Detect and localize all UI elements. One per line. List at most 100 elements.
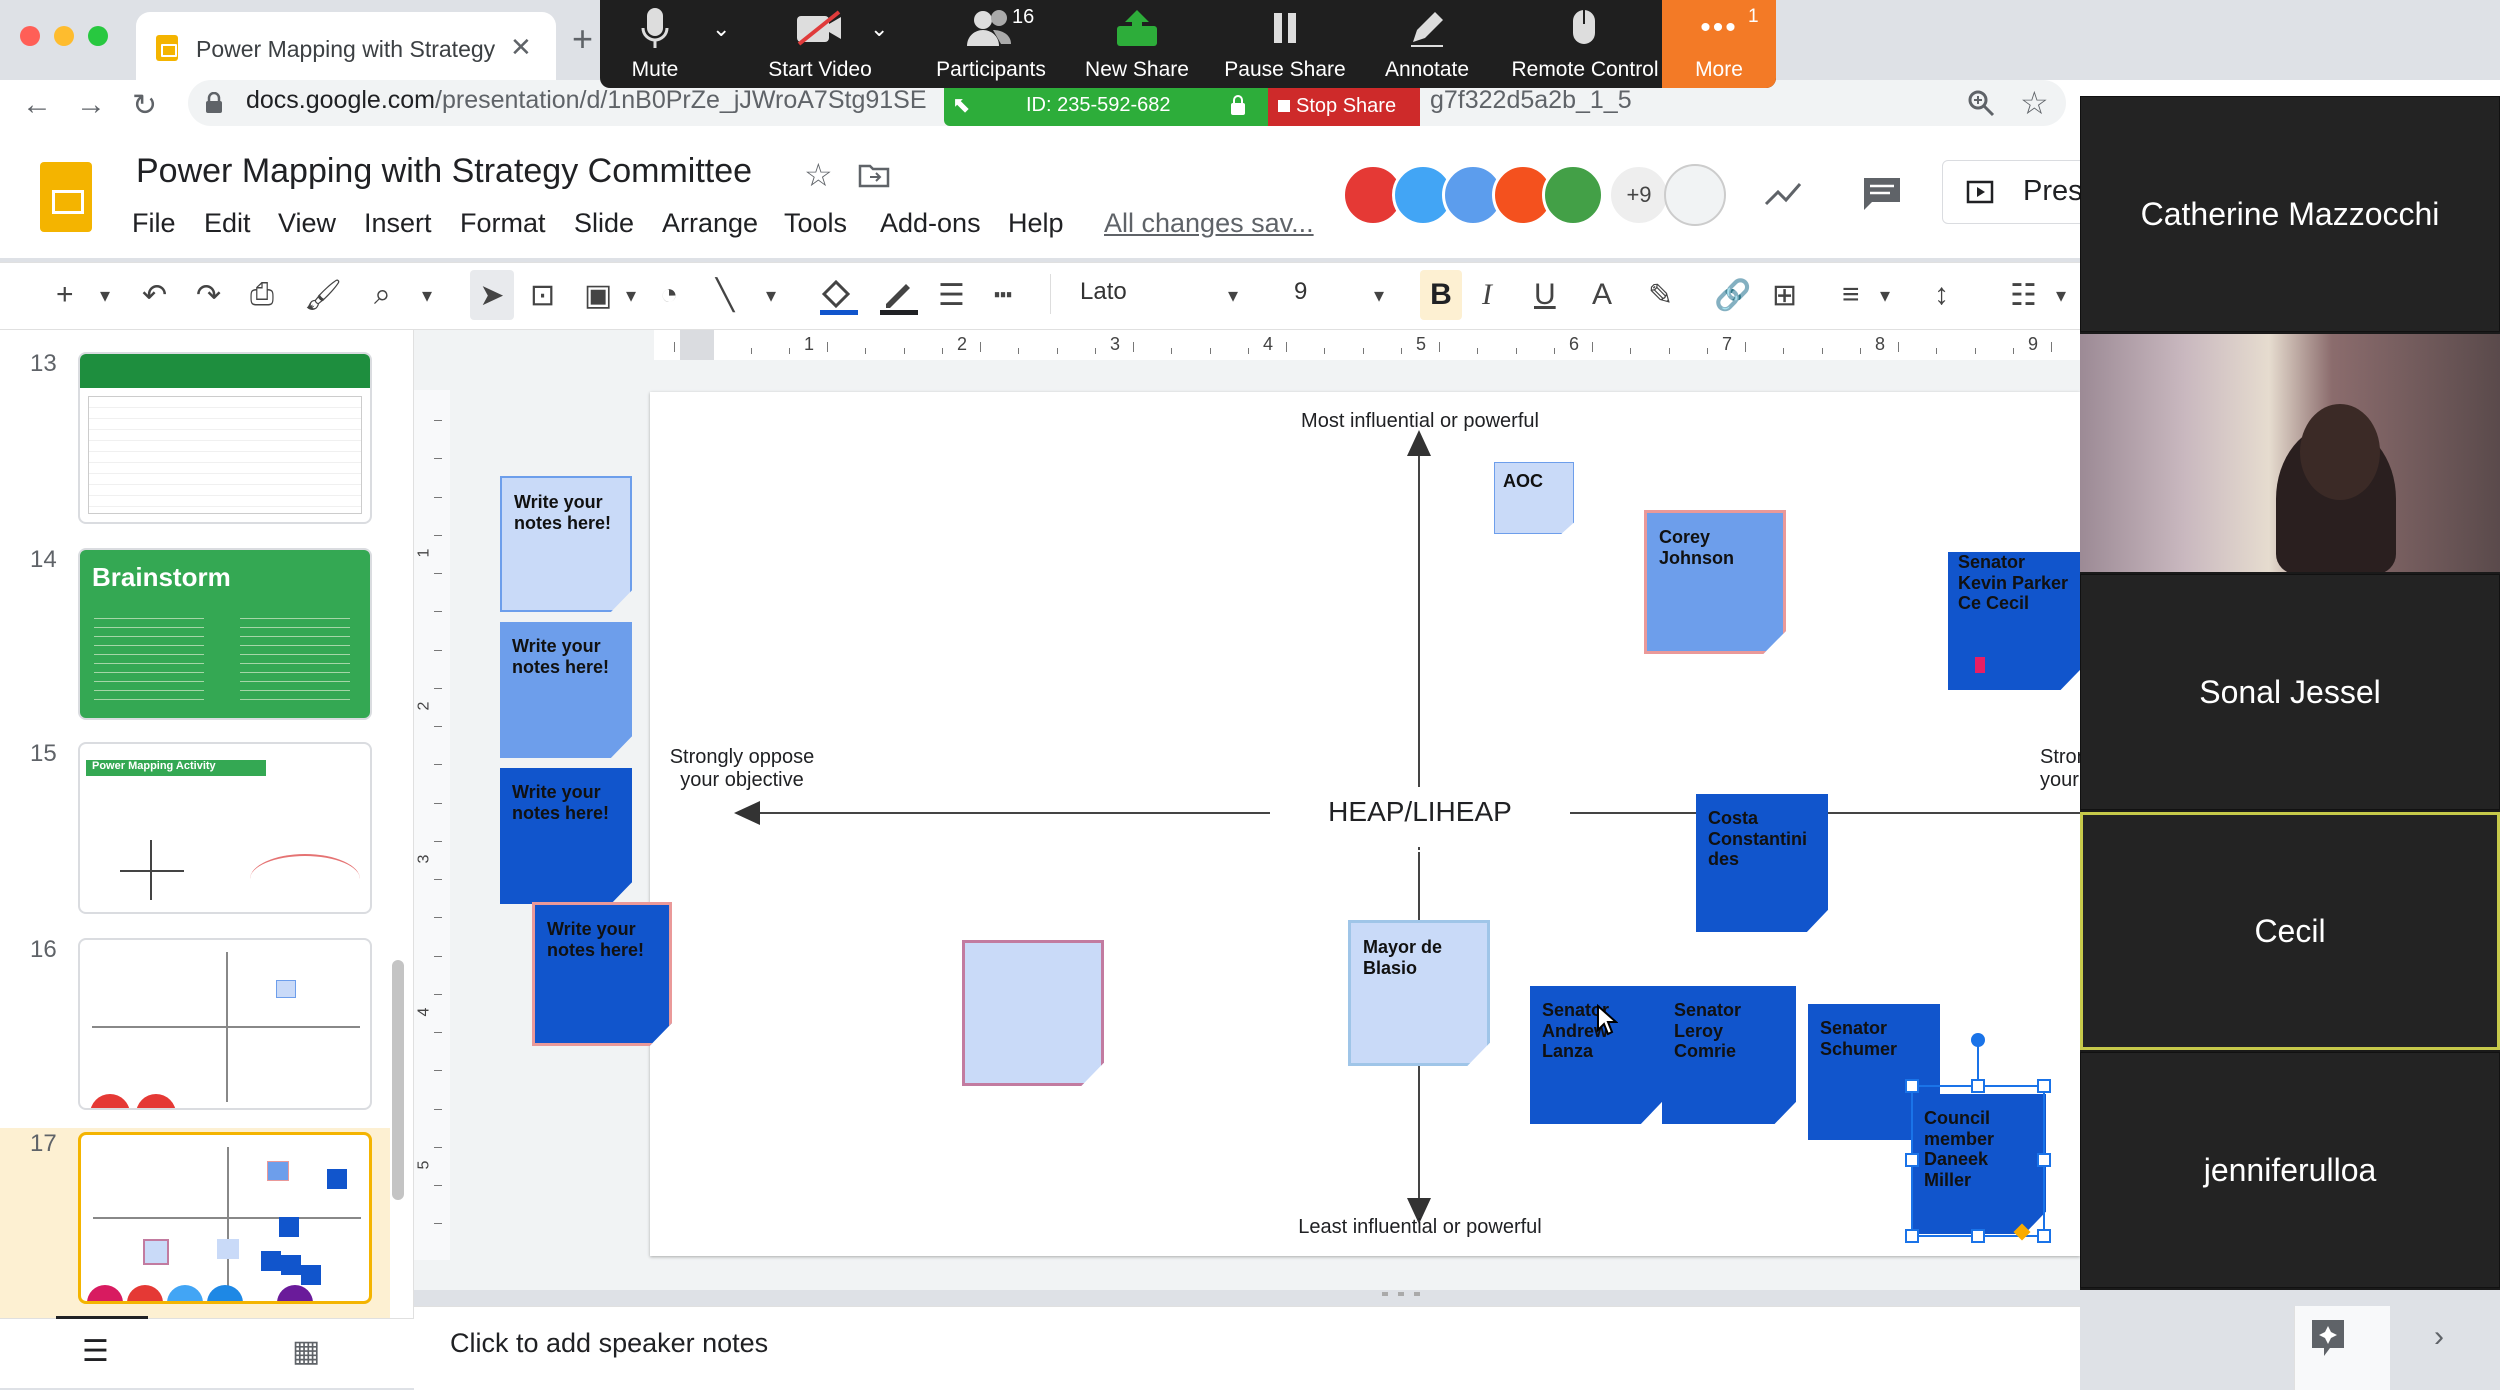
stakeholder-mayor-de-blasio[interactable]: Mayor de Blasio xyxy=(1348,920,1490,1066)
minimize-window-button[interactable] xyxy=(54,26,74,46)
speaker-notes-placeholder[interactable]: Click to add speaker notes xyxy=(450,1328,769,1358)
bookmark-star-icon[interactable]: ☆ xyxy=(2020,85,2049,121)
align-dropdown-icon[interactable]: ▾ xyxy=(1880,284,1891,307)
menu-tools[interactable]: Tools xyxy=(784,208,848,238)
menu-arrange[interactable]: Arrange xyxy=(662,208,759,238)
bold-button[interactable]: B xyxy=(1420,270,1462,320)
remote-control-button[interactable]: Remote Control xyxy=(1490,0,1680,88)
stakeholder-leroy-comrie[interactable]: Senator Leroy Comrie xyxy=(1662,986,1796,1124)
mute-options-chevron-icon[interactable]: ⌄ xyxy=(712,16,731,41)
stakeholder-andrew-lanza[interactable]: Senator Andrew Lanza xyxy=(1530,986,1662,1124)
issue-center-label[interactable]: HEAP/LIHEAP xyxy=(1328,796,1512,827)
link-icon[interactable]: 🔗 xyxy=(1714,278,1752,312)
select-cursor-icon[interactable]: ➤ xyxy=(470,270,514,320)
star-icon[interactable]: ☆ xyxy=(804,157,833,193)
list-dropdown-icon[interactable]: ▾ xyxy=(2056,284,2067,307)
grid-view-icon[interactable]: ▦ xyxy=(292,1335,321,1368)
zoom-page-icon[interactable] xyxy=(1966,88,1996,118)
stop-share-button[interactable]: Stop Share xyxy=(1268,88,1420,126)
highlight-icon[interactable]: ✎ xyxy=(1648,278,1674,312)
paint-format-icon[interactable]: 🖌 xyxy=(304,278,343,312)
chevron-right-icon[interactable]: › xyxy=(2434,1320,2444,1353)
participant-video-tile[interactable] xyxy=(2080,334,2500,572)
note-sticky[interactable]: Write your notes here! xyxy=(500,476,632,612)
forward-icon[interactable]: → xyxy=(76,88,106,121)
note-sticky[interactable]: Write your notes here! xyxy=(500,768,632,904)
underline-button[interactable]: U xyxy=(1534,278,1556,311)
image-icon[interactable]: ▣ xyxy=(584,278,613,312)
browser-tab[interactable]: Power Mapping with Strategy C ✕ xyxy=(136,12,556,80)
collaborator-avatar[interactable] xyxy=(1492,164,1554,226)
new-share-button[interactable]: New Share xyxy=(1066,0,1208,88)
back-icon[interactable]: ← xyxy=(22,88,52,121)
new-slide-plus-icon[interactable]: + xyxy=(56,278,74,311)
font-family-select[interactable]: Lato xyxy=(1080,278,1127,305)
pause-share-button[interactable]: Pause Share xyxy=(1210,0,1360,88)
bulleted-list-icon[interactable]: ☷ xyxy=(2010,278,2037,312)
menu-slide[interactable]: Slide xyxy=(574,208,635,238)
menu-insert[interactable]: Insert xyxy=(364,208,432,238)
stakeholder-costa-constantinides[interactable]: Costa Constantini des xyxy=(1696,794,1828,932)
stakeholder-corey-johnson[interactable]: Corey Johnson xyxy=(1644,510,1786,654)
slide-thumbnail-15[interactable]: Power Mapping Activity xyxy=(78,742,372,914)
ruler-margin-marker[interactable] xyxy=(680,330,714,360)
explore-icon[interactable] xyxy=(2308,1318,2348,1358)
video-options-chevron-icon[interactable]: ⌄ xyxy=(870,16,889,41)
zoom-icon[interactable]: ⌕ xyxy=(374,278,391,311)
speaker-notes-panel[interactable] xyxy=(414,1306,2080,1390)
line-dropdown-icon[interactable]: ▾ xyxy=(766,284,777,307)
font-dropdown-icon[interactable]: ▾ xyxy=(1228,284,1239,307)
annotate-button[interactable]: Annotate xyxy=(1360,0,1494,88)
note-sticky[interactable]: Write your notes here! xyxy=(500,622,632,758)
new-tab-icon[interactable]: + xyxy=(572,18,594,59)
activity-trend-icon[interactable] xyxy=(1764,178,1804,208)
filmstrip-scrollbar[interactable] xyxy=(392,960,404,1200)
filmstrip-view-icon[interactable]: ☰ xyxy=(82,1335,109,1368)
undo-icon[interactable]: ↶ xyxy=(142,278,168,312)
line-spacing-icon[interactable]: ↕ xyxy=(1934,278,1949,311)
move-folder-icon[interactable] xyxy=(858,162,890,188)
slide-canvas[interactable]: Most influential or powerful Least influ… xyxy=(500,392,2099,1256)
collaborator-avatar[interactable] xyxy=(1542,164,1604,226)
selection-handles[interactable] xyxy=(1900,1032,2060,1246)
slide-thumbnail-17[interactable] xyxy=(78,1132,372,1304)
reload-icon[interactable]: ↻ xyxy=(132,89,158,122)
notes-resize-handle[interactable] xyxy=(1382,1292,1422,1296)
start-video-button[interactable]: Start Video xyxy=(740,0,900,88)
italic-button[interactable]: I xyxy=(1482,278,1492,311)
print-icon[interactable]: ⎙ xyxy=(250,278,274,311)
zoom-dropdown-icon[interactable]: ▾ xyxy=(422,284,433,307)
participant-tile[interactable]: Catherine Mazzocchi xyxy=(2080,96,2500,332)
image-dropdown-icon[interactable]: ▾ xyxy=(626,284,637,307)
line-icon[interactable]: ╲ xyxy=(716,278,735,312)
bottom-axis-label[interactable]: Least influential or powerful xyxy=(1298,1216,1542,1238)
new-slide-dropdown-icon[interactable]: ▾ xyxy=(100,284,111,307)
stakeholder-aoc[interactable]: AOC xyxy=(1494,462,1574,534)
add-comment-icon[interactable]: ⊞ xyxy=(1772,278,1798,312)
slide-thumbnail-16[interactable] xyxy=(78,938,372,1110)
empty-sticky[interactable] xyxy=(962,940,1104,1086)
close-tab-icon[interactable]: ✕ xyxy=(510,32,532,62)
top-axis-label[interactable]: Most influential or powerful xyxy=(1301,410,1539,432)
more-collaborators-badge[interactable]: +9 xyxy=(1608,164,1670,226)
slide-thumbnail-13[interactable] xyxy=(78,352,372,524)
menu-file[interactable]: File xyxy=(132,208,176,238)
stakeholder-kevin-parker[interactable]: Senator Kevin Parker Ce Cecil xyxy=(1948,552,2082,690)
active-speaker-tile[interactable]: Cecil xyxy=(2080,812,2500,1050)
participant-tile[interactable]: jenniferulloa xyxy=(2080,1052,2500,1288)
left-axis-label[interactable]: Strongly oppose your objective xyxy=(669,746,815,791)
save-status[interactable]: All changes sav... xyxy=(1104,208,1314,238)
participant-tile[interactable]: Sonal Jessel xyxy=(2080,574,2500,810)
chat-bubble-icon[interactable] xyxy=(1664,164,1726,226)
font-size-select[interactable]: 9 xyxy=(1294,278,1308,305)
menu-edit[interactable]: Edit xyxy=(204,208,251,238)
text-color-button[interactable]: A xyxy=(1592,278,1613,311)
shape-icon[interactable]: ◔ xyxy=(660,278,679,311)
text-box-icon[interactable]: ⊡ xyxy=(530,278,556,312)
document-title[interactable]: Power Mapping with Strategy Committee xyxy=(136,152,753,190)
menu-format[interactable]: Format xyxy=(460,208,546,238)
align-icon[interactable]: ≡ xyxy=(1842,278,1860,311)
more-button[interactable]: ••• 1 More xyxy=(1662,0,1776,88)
close-window-button[interactable] xyxy=(20,26,40,46)
slides-logo-icon[interactable] xyxy=(40,162,92,232)
